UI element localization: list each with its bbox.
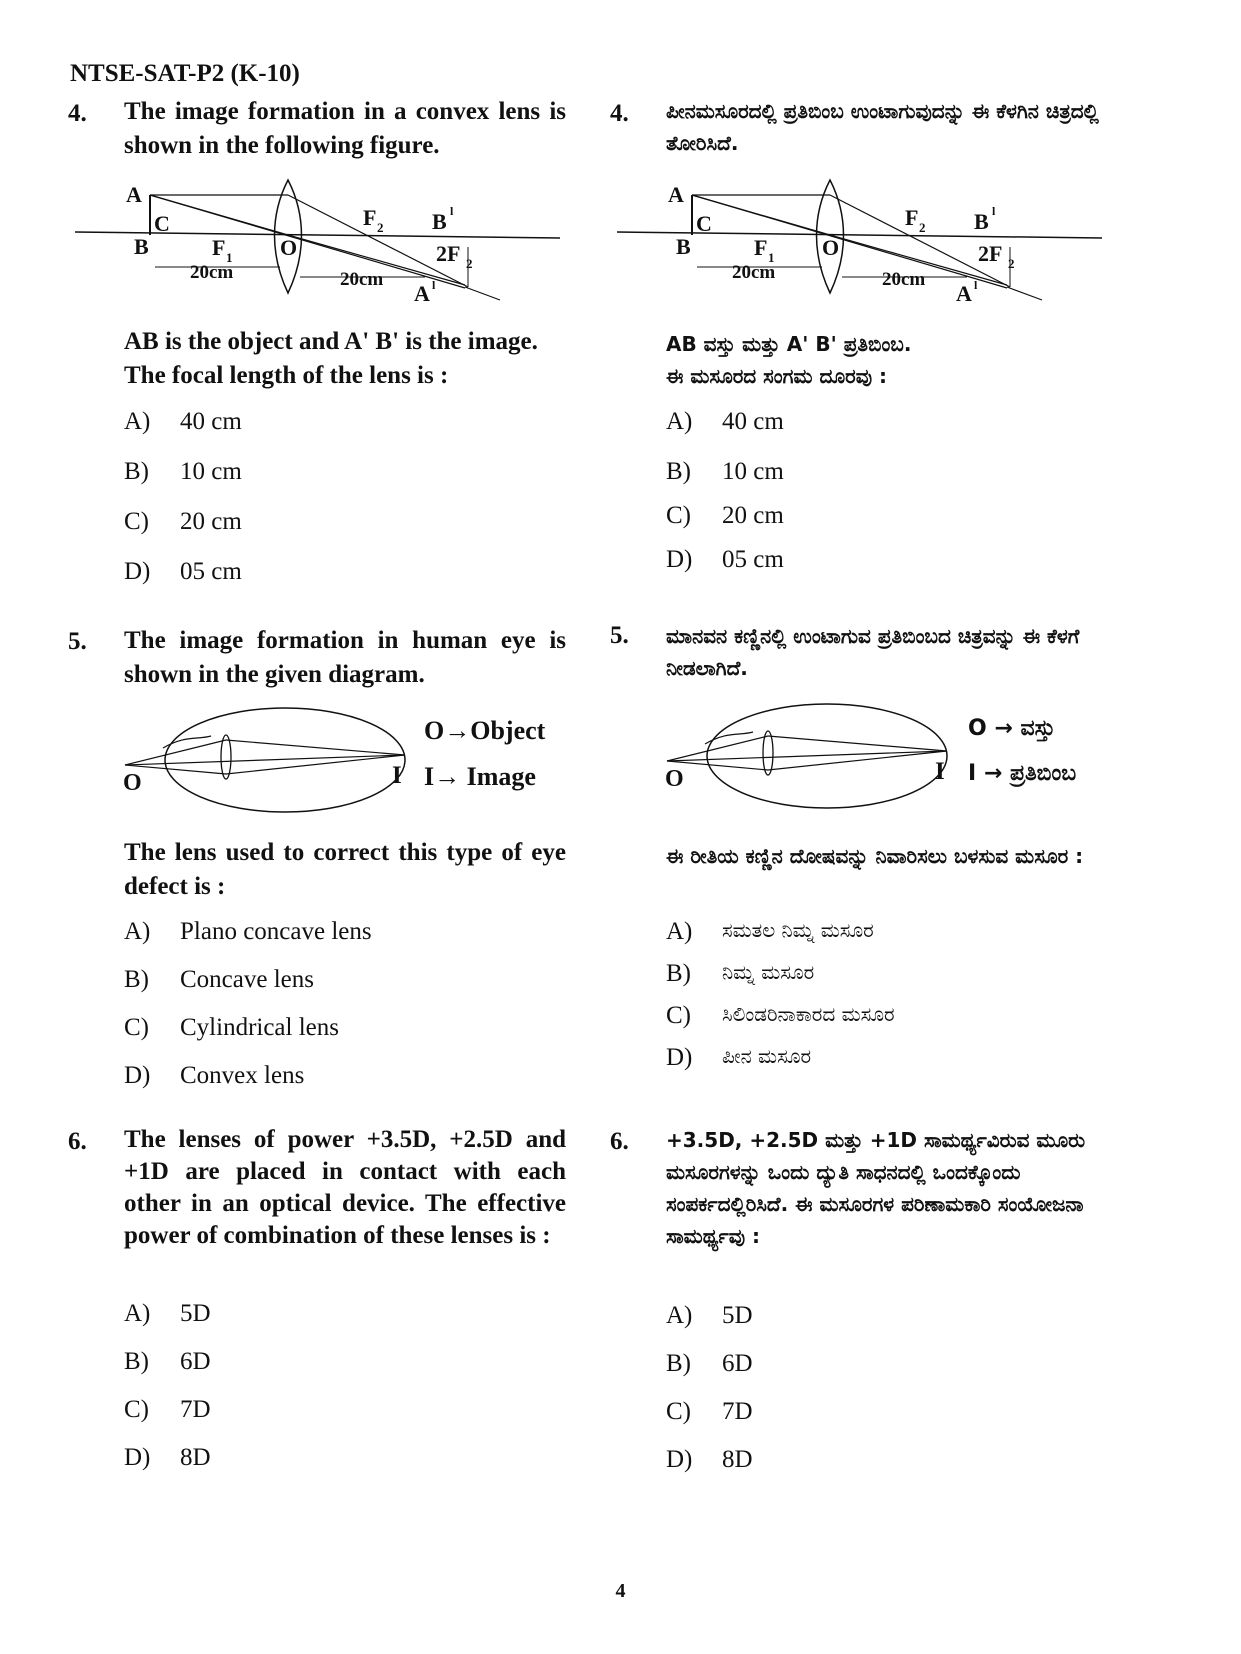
svg-text:O: O	[822, 235, 839, 260]
svg-text:l: l	[450, 204, 454, 218]
question-number: 5.	[68, 628, 87, 655]
svg-text:F: F	[754, 235, 767, 260]
option-a[interactable]: A)Plano concave lens	[124, 918, 372, 945]
svg-text:1: 1	[226, 250, 233, 265]
option-b-kn[interactable]: B)ನಿಮ್ನ ಮಸೂರ	[666, 960, 815, 987]
question-text-kn: +3.5D, +2.5D ಮತ್ತು +1D ಸಾಮರ್ಥ್ಯವಿರುವ ಮೂರ…	[666, 1128, 1086, 1248]
question-text: The lenses of power +3.5D, +2.5D and +1D…	[124, 1126, 566, 1249]
fig-label-b: B	[134, 234, 149, 259]
legend-image-kn: I → ಪ್ರತಿಬಿಂಬ	[968, 761, 1077, 786]
option-c[interactable]: C)7D	[124, 1396, 211, 1423]
option-b-kn[interactable]: B)10 cm	[666, 458, 784, 485]
question-subtext-kn: AB ವಸ್ತು ಮತ್ತು A' B' ಪ್ರತಿಬಿಂಬ. ಈ ಮಸೂರದ …	[666, 332, 912, 388]
svg-text:A: A	[956, 281, 972, 306]
option-c[interactable]: C)Cylindrical lens	[124, 1014, 339, 1041]
svg-text:20cm: 20cm	[732, 262, 775, 283]
eye-label-i: I	[392, 762, 402, 789]
eye-label-o: O	[123, 770, 142, 796]
fig-label-c: C	[154, 211, 170, 236]
option-a-kn[interactable]: A)40 cm	[666, 408, 784, 435]
svg-text:O: O	[665, 766, 684, 792]
convex-lens-diagram-kn: A C B F 1 O F 2 B l 2F 2 A l 20cm 20cm	[616, 178, 1103, 306]
eye-diagram-kn: O	[665, 703, 948, 809]
svg-text:2: 2	[919, 220, 926, 235]
eye-label-i-kn: I	[935, 758, 945, 785]
svg-text:1: 1	[768, 250, 775, 265]
svg-text:2: 2	[466, 256, 473, 271]
option-d-kn[interactable]: D)ಪೀನ ಮಸೂರ	[666, 1044, 812, 1071]
option-d-kn[interactable]: D)05 cm	[666, 546, 784, 573]
fig-label-a-prime: A	[414, 281, 430, 306]
question-number-kn: 5.	[610, 622, 629, 649]
page-number: 4	[615, 1580, 626, 1602]
option-c-kn[interactable]: C)7D	[666, 1398, 753, 1425]
convex-lens-diagram: A C B F 1 O F 2 B l 2F 2 A l 20cm 20cm	[74, 178, 561, 306]
svg-text:l: l	[992, 204, 996, 218]
question-subtext-kn: ಈ ರೀತಿಯ ಕಣ್ಣಿನ ದೋಷವನ್ನು ನಿವಾರಿಸಲು ಬಳಸುವ …	[666, 844, 1084, 868]
svg-text:B: B	[676, 234, 691, 259]
option-c-kn[interactable]: C)20 cm	[666, 502, 784, 529]
option-a-kn[interactable]: A)5D	[666, 1302, 753, 1329]
svg-text:20cm: 20cm	[882, 269, 925, 290]
option-d-kn[interactable]: D)8D	[666, 1446, 753, 1473]
option-c-kn[interactable]: C)ಸಿಲಿಂಡರಿನಾಕಾರದ ಮಸೂರ	[666, 1002, 895, 1029]
svg-text:l: l	[432, 278, 436, 292]
svg-text:F: F	[905, 205, 918, 230]
option-b-kn[interactable]: B)6D	[666, 1350, 753, 1377]
question-text-kn: ಪೀನಮಸೂರದಲ್ಲಿ ಪ್ರತಿಬಿಂಬ ಉಂಟಾಗುವುದನ್ನು ಈ ಕ…	[666, 99, 1099, 155]
svg-text:C: C	[696, 211, 712, 236]
svg-text:2F: 2F	[978, 241, 1002, 266]
option-d[interactable]: D)8D	[124, 1444, 211, 1471]
fig-label-2f2: 2F	[436, 241, 460, 266]
legend-object-kn: O → ವಸ್ತು	[968, 716, 1056, 741]
option-d[interactable]: D)Convex lens	[124, 1062, 305, 1089]
svg-text:2: 2	[377, 220, 384, 235]
question-subtext: AB is the object and A' B' is the image.…	[124, 328, 538, 389]
fig-label-b-prime: B	[432, 209, 447, 234]
question-number: 6.	[68, 1128, 87, 1155]
question-text-kn: ಮಾನವನ ಕಣ್ಣಿನಲ್ಲಿ ಉಂಟಾಗುವ ಪ್ರತಿಬಿಂಬದ ಚಿತ್…	[666, 624, 1080, 680]
fig-distance-1: 20cm	[190, 262, 233, 283]
option-c[interactable]: C)20 cm	[124, 508, 242, 535]
svg-text:A: A	[668, 182, 684, 207]
option-a[interactable]: A)5D	[124, 1300, 211, 1327]
option-b[interactable]: B)10 cm	[124, 458, 242, 485]
fig-label-f1: F	[212, 235, 225, 260]
question-number-kn: 6.	[610, 1128, 629, 1155]
fig-label-f2: F	[363, 205, 376, 230]
svg-text:l: l	[974, 278, 978, 292]
question-subtext: The lens used to correct this type of ey…	[124, 839, 566, 900]
fig-label-a: A	[126, 182, 142, 207]
option-d[interactable]: D)05 cm	[124, 558, 242, 585]
option-a-kn[interactable]: A)ಸಮತಲ ನಿಮ್ನ ಮಸೂರ	[666, 918, 874, 945]
question-number: 4.	[68, 100, 87, 127]
option-b[interactable]: B)6D	[124, 1348, 211, 1375]
svg-text:2: 2	[1008, 256, 1015, 271]
legend-image: I→ Image	[424, 762, 536, 791]
question-text: The image formation in human eye is show…	[124, 627, 566, 688]
option-a[interactable]: A)40 cm	[124, 408, 242, 435]
eye-diagram: O	[123, 707, 406, 813]
svg-text:B: B	[974, 209, 989, 234]
question-text: The image formation in a convex lens is …	[124, 98, 566, 159]
fig-distance-2: 20cm	[340, 269, 383, 290]
question-number-kn: 4.	[610, 100, 629, 127]
legend-object: O→Object	[424, 716, 546, 745]
option-b[interactable]: B)Concave lens	[124, 966, 314, 993]
fig-label-o: O	[280, 235, 297, 260]
page-header: NTSE-SAT-P2 (K-10)	[70, 60, 300, 87]
